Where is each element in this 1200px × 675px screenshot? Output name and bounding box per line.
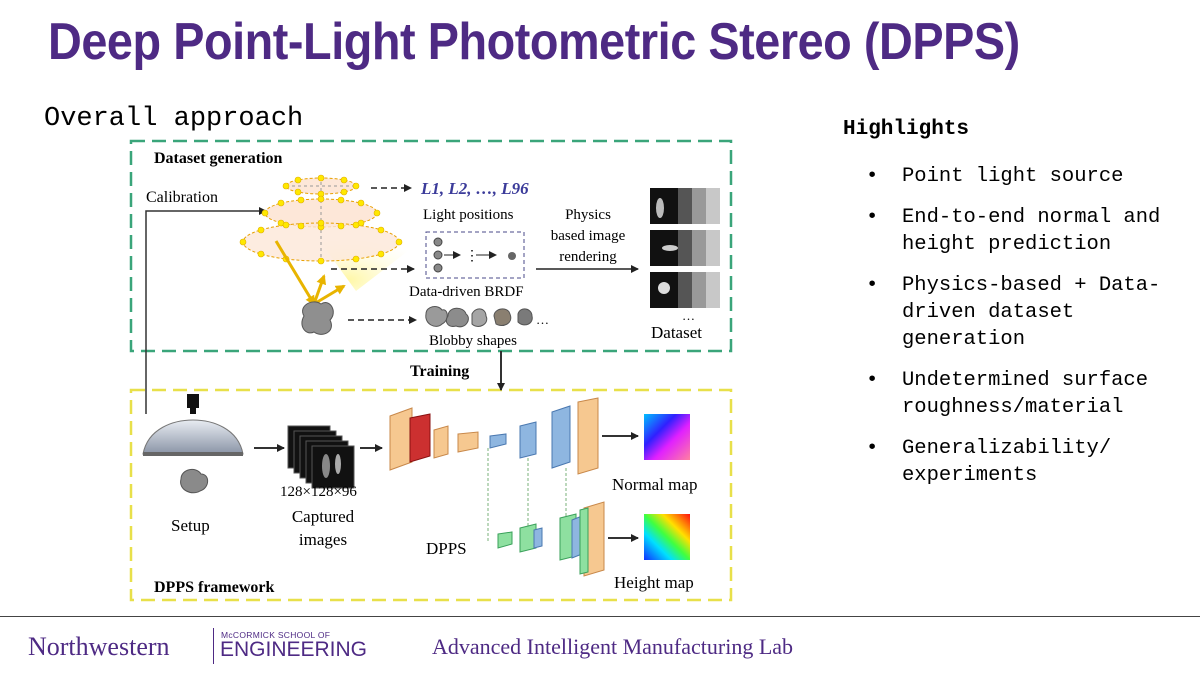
captured-label-line2: images [299, 530, 347, 549]
svg-text:…: … [682, 308, 695, 323]
bullet: • [866, 165, 879, 188]
setup-illustration [142, 394, 244, 494]
physics-label-line3: rendering [559, 249, 617, 265]
bullet: • [866, 437, 879, 460]
dpps-label: DPPS [426, 539, 467, 558]
height-map-image [644, 514, 690, 560]
light-vector-label: L1, L2, …, L96 [420, 179, 529, 198]
light-positions-label: Light positions [423, 207, 514, 223]
dpps-framework-box [129, 388, 733, 602]
blobby-shapes-label: Blobby shapes [429, 333, 517, 349]
dataset-generation-box [129, 139, 733, 353]
engineering-label: ENGINEERING [220, 638, 368, 661]
highlight-text: End-to-end normal and height prediction [902, 206, 1161, 256]
slide-subtitle: Overall approach [44, 104, 304, 134]
setup-label: Setup [171, 516, 210, 535]
highlight-text: Physics-based + Data-driven dataset gene… [902, 274, 1161, 351]
light-rings-illustration [239, 174, 421, 335]
highlight-item: • Generalizability/ experiments [866, 435, 1196, 489]
highlight-item: • Point light source [866, 163, 1196, 190]
captured-images-stack [287, 425, 355, 489]
mccormick-label: McCORMICK SCHOOL OF [221, 630, 331, 640]
blobby-shapes-illustration: … [425, 306, 549, 328]
dataset-thumbnails: … [650, 188, 720, 323]
physics-label-line1: Physics [565, 207, 611, 223]
northwestern-logo: Northwestern [28, 632, 170, 661]
highlight-text: Point light source [902, 165, 1124, 188]
height-map-label: Height map [614, 573, 694, 592]
calibration-arrow [145, 207, 267, 414]
svg-text:⋮: ⋮ [465, 249, 479, 264]
bullet: • [866, 206, 879, 229]
highlight-item: • Physics-based + Data-driven dataset gen… [866, 272, 1196, 353]
dataset-label: Dataset [651, 323, 702, 342]
dpps-network [389, 397, 605, 577]
dpps-framework-label: DPPS framework [154, 579, 275, 596]
normal-map-image [644, 414, 690, 460]
image-dims-label: 128×128×96 [280, 484, 357, 500]
logo-divider [213, 628, 214, 664]
brdf-label: Data-driven BRDF [409, 284, 524, 300]
bullet: • [866, 369, 879, 392]
footer-divider [0, 616, 1200, 617]
highlight-text: Generalizability/ experiments [902, 437, 1112, 487]
captured-label-line1: Captured [292, 507, 355, 526]
svg-text:…: … [536, 312, 549, 327]
highlights-list: • Point light source • End-to-end normal a… [866, 163, 1196, 503]
highlight-text: Undetermined surface roughness/material [902, 369, 1149, 419]
lab-name: Advanced Intelligent Manufacturing Lab [432, 634, 794, 659]
highlight-item: • Undetermined surface roughness/material [866, 367, 1196, 421]
calibration-label: Calibration [146, 189, 218, 206]
bullet: • [866, 274, 879, 297]
highlight-item: • End-to-end normal and height prediction [866, 204, 1196, 258]
dpps-diagram: Dataset generation DPPS framework Calibr… [129, 139, 733, 602]
brdf-network-icon: ⋮ [425, 231, 525, 279]
training-label: Training [410, 363, 469, 380]
physics-label-line2: based image [551, 228, 626, 244]
dataset-generation-label: Dataset generation [154, 150, 283, 167]
slide-title: Deep Point-Light Photometric Stereo (DPP… [48, 13, 1020, 71]
highlights-title: Highlights [843, 118, 970, 141]
normal-map-label: Normal map [612, 475, 697, 494]
